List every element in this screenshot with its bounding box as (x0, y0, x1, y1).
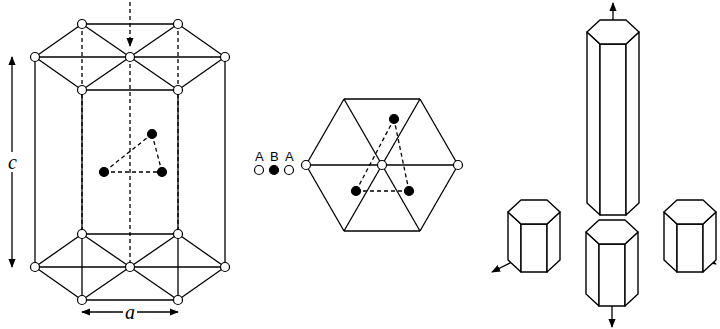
hexagon-edge (306, 165, 344, 231)
hexagon-spoke (130, 57, 178, 90)
prism-edge (34, 57, 35, 267)
b-layer-triangle (394, 119, 409, 191)
hexagon-spoke (82, 234, 130, 267)
atom-a-open (378, 161, 387, 170)
prism-front-face (600, 44, 626, 215)
hexagon-spoke (130, 267, 178, 300)
atom-b-filled (158, 168, 167, 177)
prism-top-face (508, 200, 560, 224)
prism-front-face (677, 224, 703, 272)
atom-a-open (126, 263, 135, 272)
hexagon-edge (344, 230, 420, 231)
growth-arrow (492, 262, 512, 272)
b-layer-triangle (104, 171, 162, 172)
hexagon-spoke (35, 56, 130, 57)
atom-a-open (454, 161, 463, 170)
c-axis-dashed (129, 57, 130, 267)
hexagon-edge (35, 234, 82, 267)
atom-a-open (126, 53, 135, 62)
atom-a-open (221, 263, 230, 272)
atom-b-filled (390, 115, 399, 124)
view-arrow (129, 2, 130, 46)
hexagon-edge (420, 165, 458, 231)
hexagon-spoke (130, 56, 225, 57)
b-layer-triangle (356, 190, 409, 191)
atom-b-filled (352, 187, 361, 196)
hexagon-spoke (35, 266, 130, 267)
prism-side-face (626, 32, 639, 215)
hexagon-edge (35, 57, 82, 90)
prism-edge (81, 90, 82, 300)
atom-a-open (255, 166, 264, 175)
b-layer-triangle (152, 134, 162, 172)
atom-a-open (285, 166, 294, 175)
lattice-parameter: c (6, 152, 19, 172)
atom-a-open (78, 296, 87, 305)
atom-b-filled (405, 187, 414, 196)
hexagon-edge (178, 234, 225, 267)
hexagon-spoke (82, 267, 130, 300)
atom-a-open (31, 263, 40, 272)
atom-a-open (174, 20, 183, 29)
hexagon-edge (344, 98, 420, 99)
atom-a-open (31, 53, 40, 62)
atom-b-filled (148, 130, 157, 139)
atom-a-open (302, 161, 311, 170)
atom-a-open (78, 20, 87, 29)
growth-arrow (612, 3, 613, 20)
atom-a-open (174, 86, 183, 95)
prism-top-face (586, 220, 638, 244)
hexagon-spoke (344, 165, 382, 231)
hexagon-edge (82, 299, 178, 300)
prism-edge (177, 90, 178, 300)
b-layer-triangle (356, 119, 394, 191)
prism-edge (224, 57, 225, 267)
prism-top-face (664, 200, 716, 224)
hexagon-spoke (382, 165, 420, 231)
hexagon-edge (306, 99, 344, 165)
lattice-parameter: a (123, 302, 137, 322)
hexagon-edge (178, 24, 225, 57)
hexagon-spoke (130, 24, 178, 57)
stacking-layer: A (255, 150, 264, 163)
atom-a-open (78, 230, 87, 239)
prism-front-face (599, 244, 625, 306)
stacking-layer: B (270, 150, 279, 163)
b-layer-triangle (104, 134, 152, 172)
hexagon-edge (35, 24, 82, 57)
atom-a-open (174, 296, 183, 305)
hexagon-edge (420, 99, 458, 165)
hexagon-spoke (82, 24, 130, 57)
prism-front-face (521, 224, 547, 272)
hexagon-edge (178, 267, 225, 300)
hexagon-spoke (82, 57, 130, 90)
atom-a-open (78, 86, 87, 95)
atom-b-filled (270, 166, 279, 175)
stacking-layer: A (285, 150, 294, 163)
hexagon-edge (82, 89, 178, 90)
hexagon-spoke (382, 164, 458, 165)
atom-a-open (221, 53, 230, 62)
hexagon-spoke (344, 99, 382, 165)
hexagon-spoke (130, 234, 178, 267)
prism-top-face (587, 20, 639, 44)
hexagon-edge (35, 267, 82, 300)
atom-a-open (174, 230, 183, 239)
prism-side-face (587, 32, 600, 215)
hexagon-edge (178, 57, 225, 90)
atom-b-filled (100, 168, 109, 177)
hexagon-spoke (130, 266, 225, 267)
